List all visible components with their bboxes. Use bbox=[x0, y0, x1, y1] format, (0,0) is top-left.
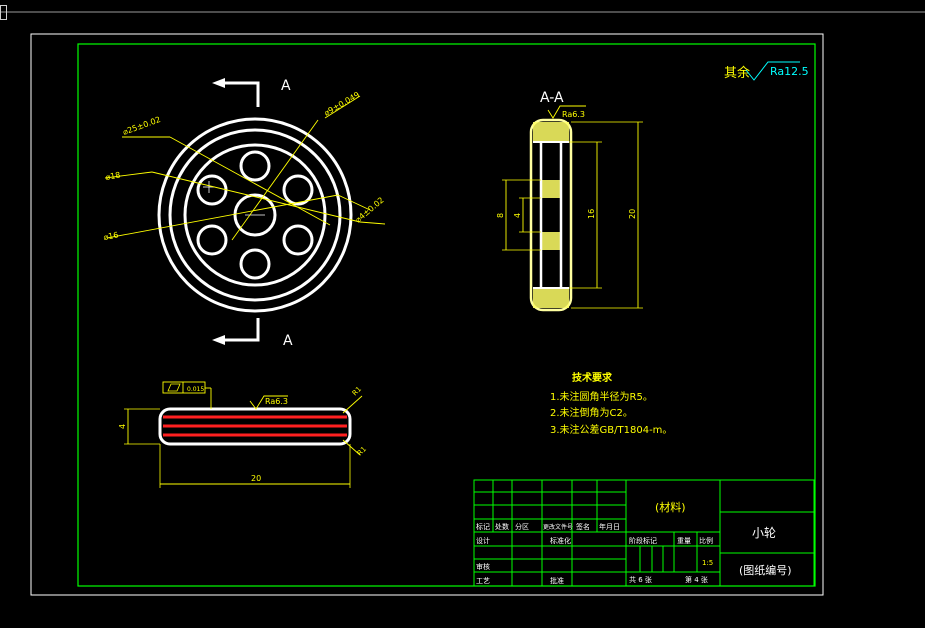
tb-process: 工艺 bbox=[476, 577, 490, 585]
dim-section-4: 4 bbox=[513, 213, 522, 218]
tb-header-zone: 分区 bbox=[515, 522, 529, 531]
tb-total-sheets: 共 6 张 bbox=[629, 575, 652, 584]
tb-header-mark: 标记 bbox=[476, 522, 490, 531]
dim-section-8: 8 bbox=[496, 213, 505, 218]
front-view bbox=[104, 95, 386, 313]
tb-review: 审核 bbox=[476, 562, 490, 571]
section-roughness-value: Ra6.3 bbox=[562, 110, 585, 119]
dim-section-20: 20 bbox=[628, 209, 637, 219]
title-block bbox=[473, 479, 815, 587]
tb-weight: 重量 bbox=[677, 537, 691, 545]
title-material: (材料) bbox=[655, 500, 686, 514]
tb-approve: 批准 bbox=[550, 576, 564, 585]
dim-diameter-18: ⌀18 bbox=[105, 171, 121, 182]
tb-scale-value: 1:5 bbox=[702, 559, 713, 567]
tech-req-title: 技术要求 bbox=[572, 371, 613, 384]
tb-sheet-number: 第 4 张 bbox=[685, 575, 708, 584]
dim-section-16: 16 bbox=[587, 209, 596, 219]
dim-radius-bottom: R1 bbox=[356, 445, 368, 457]
dim-bottom-width: 20 bbox=[251, 474, 261, 483]
section-roughness-icon bbox=[547, 105, 586, 119]
tb-header-count: 处数 bbox=[495, 522, 509, 531]
tb-scale: 比例 bbox=[699, 536, 713, 545]
tb-header-signature: 签名 bbox=[576, 522, 590, 531]
tech-req-item: 2.未注倒角为C2。 bbox=[550, 406, 633, 419]
tb-header-change-doc: 更改文件号 bbox=[543, 523, 573, 531]
section-arrow-top bbox=[212, 78, 260, 107]
section-arrow-bottom bbox=[212, 318, 260, 345]
tb-standardization: 标准化 bbox=[550, 536, 571, 545]
dim-bottom-thickness: 4 bbox=[118, 424, 127, 429]
flatness-value: 0.015 bbox=[187, 386, 204, 393]
tb-header-date: 年月日 bbox=[599, 522, 620, 531]
bottom-view bbox=[124, 381, 363, 488]
tb-design: 设计 bbox=[476, 536, 490, 545]
dim-radius-top: R1 bbox=[351, 385, 363, 397]
roughness-symbol-icon bbox=[745, 61, 800, 81]
title-drawing-number: (图纸编号) bbox=[739, 563, 792, 577]
tb-stage-mark: 阶段标记 bbox=[629, 536, 657, 545]
tech-req-item: 1.未注圆角半径为R5。 bbox=[550, 390, 653, 403]
drawing-frame bbox=[77, 43, 816, 587]
dim-diameter-4: ⌀4±0.02 bbox=[354, 196, 386, 225]
dim-diameter-16: ⌀16 bbox=[103, 231, 119, 242]
tech-req-item: 3.未注公差GB/T1804-m。 bbox=[550, 423, 672, 436]
section-view bbox=[502, 118, 643, 312]
section-mark-bottom: A bbox=[283, 333, 293, 349]
bottom-roughness-value: Ra6.3 bbox=[265, 397, 288, 406]
dim-diameter-25: ⌀25±0.02 bbox=[122, 115, 162, 137]
title-part-name: 小轮 bbox=[752, 526, 776, 540]
paper-outer-border bbox=[30, 33, 824, 596]
dim-diameter-9: ⌀9±0.049 bbox=[323, 90, 362, 118]
general-roughness-value: Ra12.5 bbox=[770, 65, 809, 78]
general-roughness-label: 其余 bbox=[724, 65, 750, 81]
corner-marker bbox=[0, 5, 7, 20]
section-mark-top: A bbox=[281, 78, 291, 94]
section-view-title: A-A bbox=[540, 90, 564, 106]
